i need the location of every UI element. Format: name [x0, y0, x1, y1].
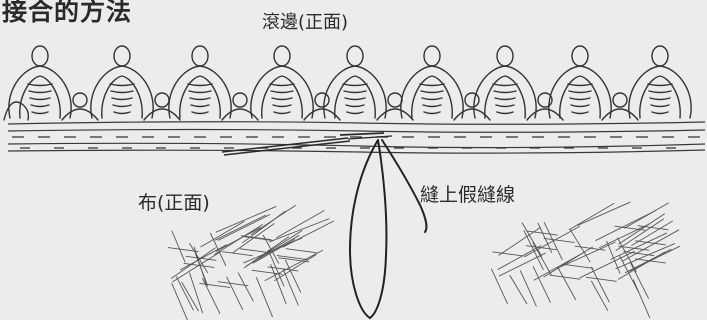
running-stitches — [12, 136, 700, 149]
lace-motif — [90, 45, 181, 121]
lace-motif — [628, 45, 692, 119]
lace-motif — [8, 45, 99, 121]
fabric-texture-left — [167, 204, 335, 320]
lace-motif — [250, 45, 341, 121]
fabric-texture-right — [491, 201, 681, 318]
diagram-title: 接合的方法 — [2, 0, 133, 26]
lace-motif — [168, 45, 259, 121]
lace-band — [7, 121, 706, 154]
lace-motif — [473, 45, 564, 121]
needle — [221, 132, 393, 156]
lace-motif — [323, 45, 414, 121]
scalloped-lace-edging — [3, 45, 692, 121]
lace-motif — [548, 45, 639, 121]
fabric-front-label: 布(正面) — [138, 192, 210, 214]
basting-thread-label: 縫上假縫線 — [420, 184, 516, 206]
edge-front-label: 滾邊(正面) — [262, 12, 349, 33]
lace-motif — [400, 45, 491, 121]
thread-loop — [348, 139, 428, 320]
